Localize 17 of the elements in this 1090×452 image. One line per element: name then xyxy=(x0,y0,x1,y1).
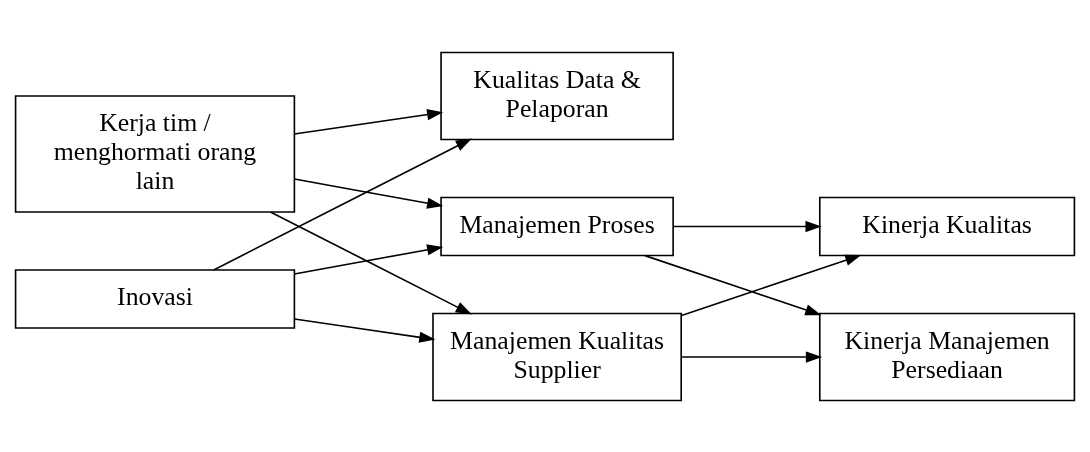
arrow xyxy=(293,177,444,209)
node-box: Kinerja Manajemen Persediaan xyxy=(818,312,1076,401)
node-box: Manajemen Kualitas Supplier xyxy=(432,312,682,401)
node-box: Manajemen Proses xyxy=(440,196,674,256)
arrow xyxy=(644,254,822,315)
arrow xyxy=(293,243,444,275)
arrow xyxy=(680,254,862,316)
arrow xyxy=(293,108,444,135)
node-box: Inovasi xyxy=(14,268,296,329)
arrow xyxy=(212,137,472,271)
arrow xyxy=(270,210,472,314)
arrow xyxy=(680,350,822,363)
node-box: Kinerja Kualitas xyxy=(818,196,1076,256)
arrow xyxy=(672,220,822,232)
arrow xyxy=(293,317,436,343)
node-box: Kerja tim / menghormati orang lain xyxy=(14,94,296,213)
node-box: Kualitas Data & Pelaporan xyxy=(440,51,674,140)
